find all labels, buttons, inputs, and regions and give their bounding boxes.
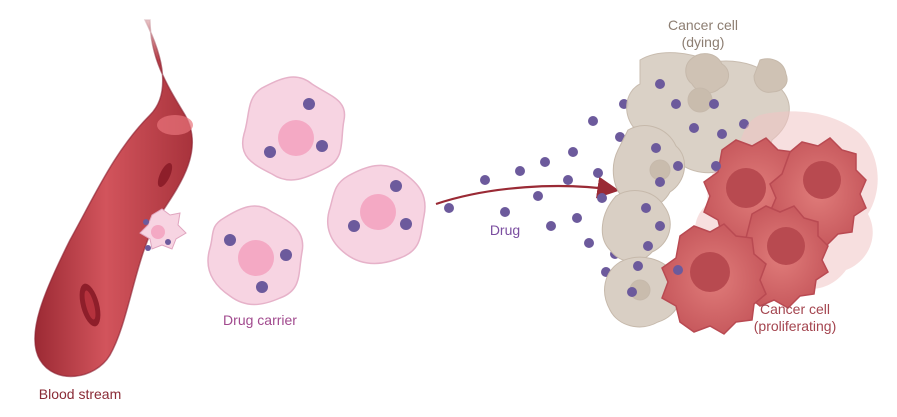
blood-vessel-icon (34, 0, 200, 377)
cancer-cell-prolif-line2: (proliferating) (753, 318, 837, 334)
cancer-cell-dying-label: Cancer cell (dying) (648, 17, 758, 51)
drug-carrier-cell-icon (326, 164, 426, 265)
drug-particle-icon (627, 79, 749, 297)
proliferating-cancer-cell-icon (661, 137, 867, 335)
delivery-arrow (435, 176, 620, 206)
cancer-cell-dying-line1: Cancer cell (667, 17, 739, 33)
drug-carrier-cell-icon (241, 76, 346, 181)
blood-stream-label: Blood stream (38, 386, 122, 402)
drug-carrier-label: Drug carrier (223, 312, 297, 328)
cancer-cell-proliferating-label: Cancer cell (proliferating) (730, 301, 860, 335)
drug-label: Drug (489, 222, 521, 238)
drug-particle-icon (673, 161, 721, 275)
drug-carrier-cell-icon (207, 205, 304, 306)
cancer-cell-dying-line2: (dying) (681, 34, 725, 50)
cancer-cell-prolif-line1: Cancer cell (759, 301, 831, 317)
